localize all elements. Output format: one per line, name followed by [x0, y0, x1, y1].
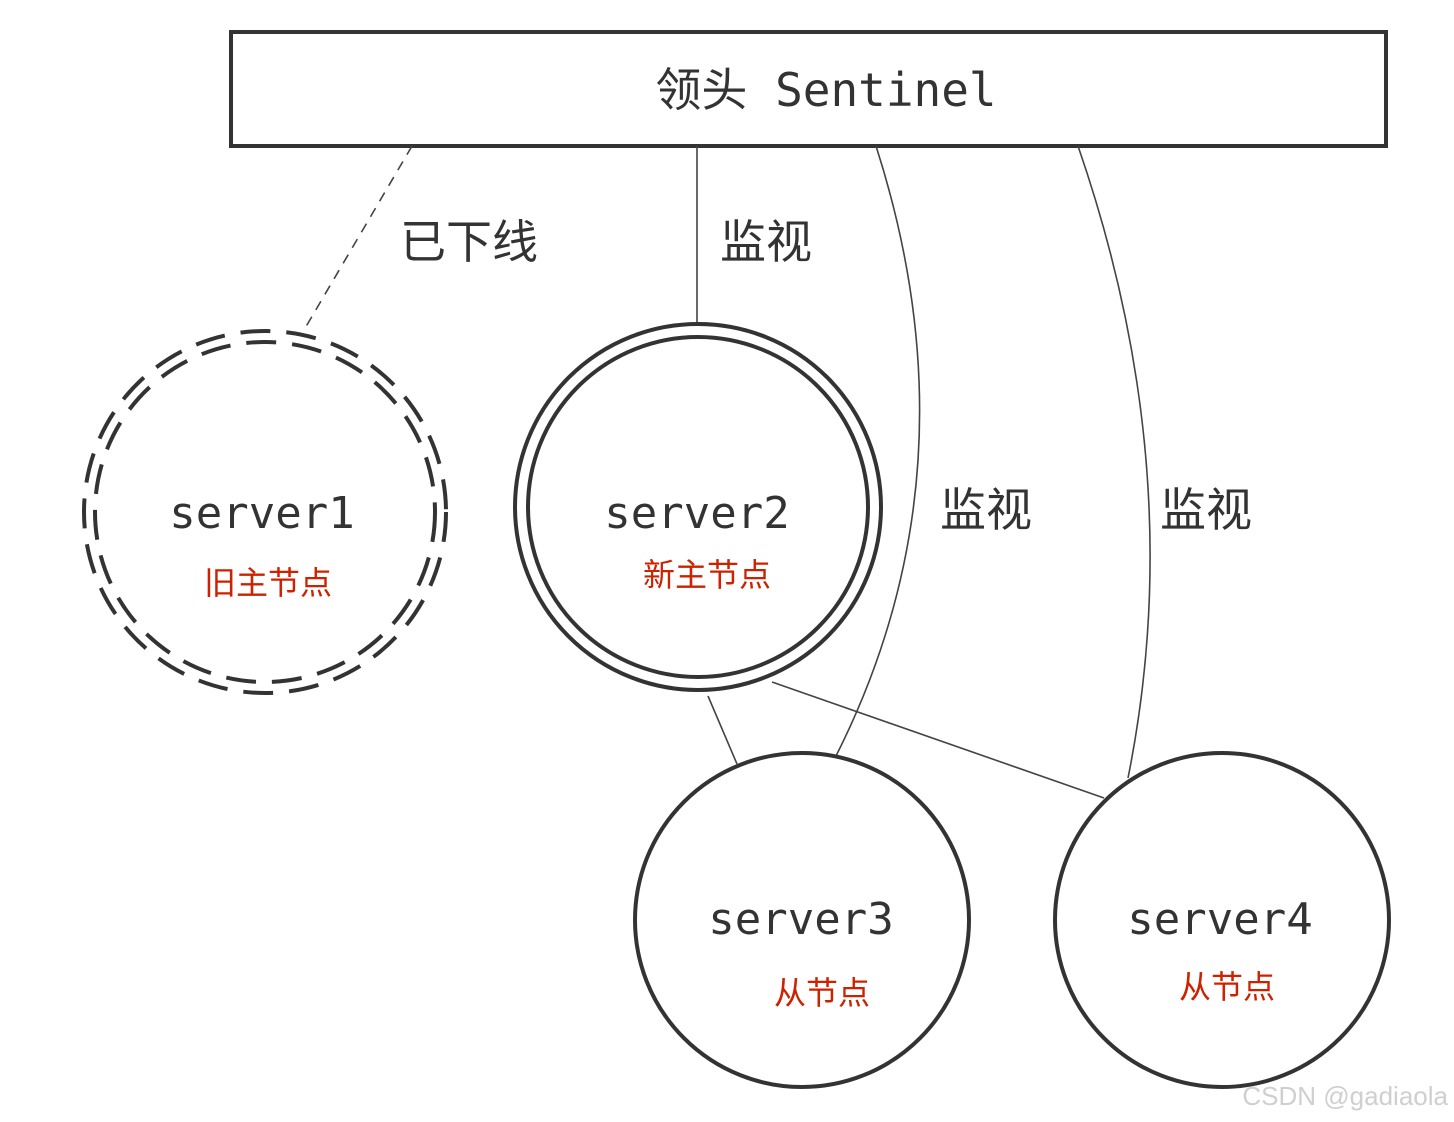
monitor-label-server2: 监视: [720, 215, 812, 269]
monitor-link-server3: [835, 145, 921, 757]
server2-node: server2 新主节点: [513, 322, 883, 692]
leader-sentinel-box: 领头 Sentinel: [229, 30, 1388, 148]
server4-name: server4: [1127, 894, 1312, 945]
server1-name: server1: [169, 488, 354, 539]
monitor-link-server4: [1077, 145, 1151, 779]
server1-node: server1 旧主节点: [82, 329, 448, 695]
server2-role: 新主节点: [643, 556, 771, 594]
server3-node: server3 从节点: [633, 751, 971, 1089]
offline-label: 已下线: [400, 215, 538, 269]
server1-role: 旧主节点: [204, 564, 332, 602]
monitor-label-server4: 监视: [1160, 483, 1252, 537]
replication-link-server4: [771, 681, 1105, 799]
replication-link-server3: [707, 695, 738, 765]
monitor-label-server3: 监视: [940, 483, 1032, 537]
offline-link: [303, 145, 413, 331]
server3-role: 从节点: [774, 974, 870, 1012]
leader-sentinel-label: 领头 Sentinel: [655, 63, 996, 117]
server2-name: server2: [604, 488, 789, 539]
csdn-watermark: CSDN @gadiaola: [1242, 1081, 1448, 1111]
server4-node: server4 从节点: [1053, 751, 1391, 1089]
server3-name: server3: [708, 894, 893, 945]
server4-role: 从节点: [1179, 968, 1275, 1006]
